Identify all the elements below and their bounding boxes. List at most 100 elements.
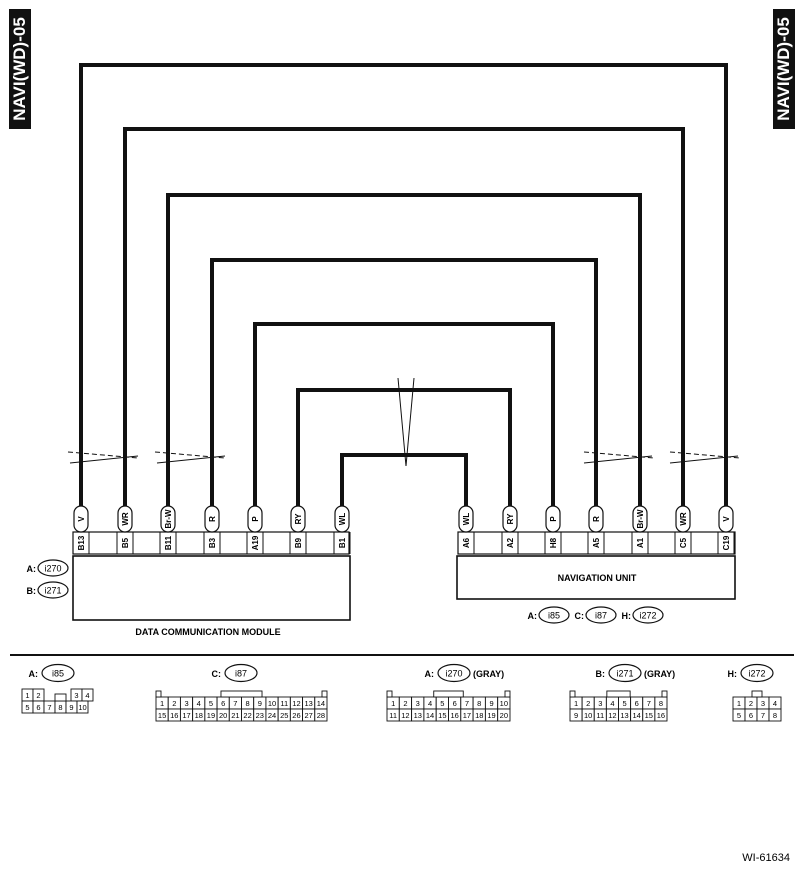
pin-cell: 6: [221, 699, 225, 708]
wire-tag-l1: [117, 505, 133, 533]
pin-cell: 3: [184, 699, 188, 708]
pin-cell: 3: [74, 691, 78, 700]
wire-color-label: P: [251, 516, 260, 522]
pin-number-label: B1: [338, 537, 347, 548]
connector-letter: A:: [528, 611, 538, 621]
pin-cell: 6: [453, 699, 457, 708]
wire-4: [253, 322, 555, 508]
pin-number-label: B9: [294, 537, 303, 548]
pin-cell: 12: [608, 711, 616, 720]
pin-cell: 2: [749, 699, 753, 708]
pin-number-label: A19: [251, 535, 260, 550]
wire-color-label: RY: [294, 513, 303, 524]
wire-tag-r6: [458, 505, 474, 533]
pin-cell: 1: [160, 699, 164, 708]
connector-id: i270: [445, 669, 462, 679]
wire-color-label: WL: [462, 513, 471, 526]
pin-cell: 10: [268, 699, 276, 708]
pin-cell: 2: [36, 691, 40, 700]
pin-cell: 3: [598, 699, 602, 708]
pin-cell: 28: [317, 711, 325, 720]
wire-2: [166, 193, 642, 508]
pin-number-label: B5: [121, 537, 130, 548]
wire-6: [340, 453, 468, 508]
connector-id: i85: [52, 669, 64, 679]
pin-cell: 7: [233, 699, 237, 708]
connector-letter: C:: [575, 611, 585, 621]
connector-id: i87: [595, 611, 607, 621]
wire-tag-l3: [204, 505, 220, 533]
connector-ref-dcm-b: B:i271: [27, 581, 69, 599]
connector-id: i272: [748, 669, 765, 679]
pin-cell: 17: [182, 711, 190, 720]
connector-letter: A:: [27, 564, 37, 574]
pin-number-label: B3: [208, 537, 217, 548]
pin-cell: 4: [428, 699, 432, 708]
connector-note: (GRAY): [644, 669, 675, 679]
pin-cell: 10: [500, 699, 508, 708]
wire-color-label: R: [208, 516, 217, 522]
pin-cell: 4: [773, 699, 777, 708]
nav-box: [456, 555, 736, 600]
wire-color-label: Br-W: [636, 509, 645, 529]
pin-cell: 9: [574, 711, 578, 720]
figure-id: WI-61634: [742, 852, 790, 864]
pin-cell: 21: [231, 711, 239, 720]
pin-cell: 13: [305, 699, 313, 708]
wire-tag-r5: [502, 505, 518, 533]
wire-tag-r1: [675, 505, 691, 533]
nav-title: NAVIGATION UNIT: [558, 573, 637, 583]
page-code-tag-left: NAVI(WD)-05: [9, 9, 31, 129]
pin-cell: 19: [207, 711, 215, 720]
pin-cell: 8: [659, 699, 663, 708]
pin-cell: 18: [475, 711, 483, 720]
pin-number-label: A1: [636, 537, 645, 548]
wire-tag-l6: [334, 505, 350, 533]
pin-cell: 20: [219, 711, 227, 720]
pin-cell: 7: [47, 703, 51, 712]
pin-cell: 16: [450, 711, 458, 720]
wire-5: [296, 388, 512, 508]
connector-ref-dcm-a: A: i270: [27, 559, 69, 577]
pin-cell: 2: [586, 699, 590, 708]
pin-cell: 4: [197, 699, 201, 708]
pin-cell: 3: [416, 699, 420, 708]
connector-id: i272: [639, 611, 656, 621]
pin-cell: 14: [633, 711, 641, 720]
wire-color-label: RY: [506, 513, 515, 524]
wire-tag-r3: [588, 505, 604, 533]
wire-tag-r2: [632, 505, 648, 533]
wire-3: [210, 258, 598, 508]
pin-cell: 5: [25, 703, 29, 712]
pin-cell: 23: [256, 711, 264, 720]
pin-cell: 11: [280, 699, 288, 708]
pin-cell: 15: [645, 711, 653, 720]
connector-ref-nav-h: H: i272: [622, 606, 664, 624]
pin-cell: 8: [58, 703, 62, 712]
pin-cell: 2: [172, 699, 176, 708]
pin-cell: 1: [737, 699, 741, 708]
dcm-box: [72, 555, 351, 621]
wire-tag-r4: [545, 505, 561, 533]
pin-cell: 2: [403, 699, 407, 708]
pin-cell: 11: [596, 711, 604, 720]
pin-cell: 6: [36, 703, 40, 712]
connector-id: i270: [44, 564, 61, 574]
wire-tag-r0: [718, 505, 734, 533]
connector-id: i85: [548, 611, 560, 621]
pin-cell: 15: [158, 711, 166, 720]
connector-letter: H:: [622, 611, 632, 621]
connector-letter: A:: [29, 669, 39, 679]
wire-color-label: WL: [338, 513, 347, 526]
pin-cell: 8: [773, 711, 777, 720]
pin-cell: 6: [749, 711, 753, 720]
wire-color-label: WR: [679, 512, 688, 526]
dcm-title: DATA COMMUNICATION MODULE: [135, 627, 280, 637]
pin-number-label: C5: [679, 537, 688, 548]
wire-color-label: Br-W: [164, 509, 173, 529]
